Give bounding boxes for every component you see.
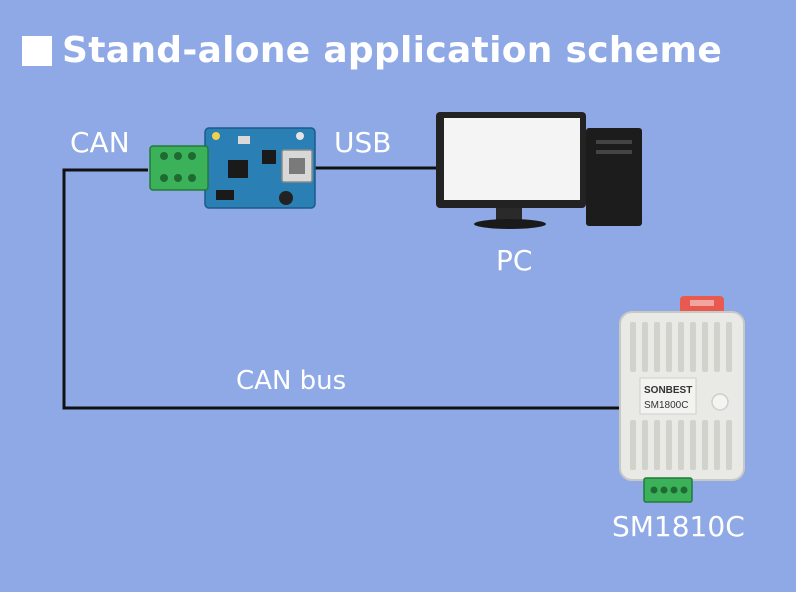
usb-can-converter-board [149, 127, 316, 209]
pc-label: PC [496, 244, 533, 277]
sensor-vent-slot [678, 420, 684, 470]
sensor-vent-slot [678, 322, 684, 372]
sensor-label-plate [639, 377, 697, 415]
sensor-brand-text: SONBEST [644, 385, 692, 396]
sensor-vent-slot [654, 420, 660, 470]
sensor-vent-slot [702, 420, 708, 470]
sensor-vent-slot [726, 420, 732, 470]
sensor-model-text: SM1800C [644, 400, 688, 411]
usb-label: USB [334, 126, 392, 159]
sensor-vent-slot [690, 420, 696, 470]
sensor-vent-slot [654, 322, 660, 372]
device-model-label: SM1810C [612, 510, 745, 543]
title-text: Stand-alone application scheme [62, 30, 723, 71]
can-bus-label: CAN bus [236, 366, 347, 396]
sensor-vent-slot [690, 322, 696, 372]
sensor-vent-slot [714, 420, 720, 470]
sensor-vent-slot [630, 420, 636, 470]
pc-computer [436, 112, 642, 229]
can-label: CAN [70, 126, 130, 159]
sm1810c-sensor-device: SONBEST SM1800C [619, 296, 745, 503]
title-bullet-square [22, 35, 52, 66]
sensor-terminal-block [643, 477, 693, 503]
can-bus-wire [62, 168, 628, 410]
sensor-vent-slot [726, 322, 732, 372]
sensor-vent-slot [642, 420, 648, 470]
sensor-vent-slot [702, 322, 708, 372]
pc-monitor-screen [444, 118, 580, 200]
page-title: Stand-alone application scheme [22, 30, 722, 71]
sensor-vent-slot [642, 322, 648, 372]
sensor-vent-slot [714, 322, 720, 372]
sensor-vent-slot [630, 322, 636, 372]
sensor-vent-slot [666, 322, 672, 372]
sensor-vent-slot [666, 420, 672, 470]
